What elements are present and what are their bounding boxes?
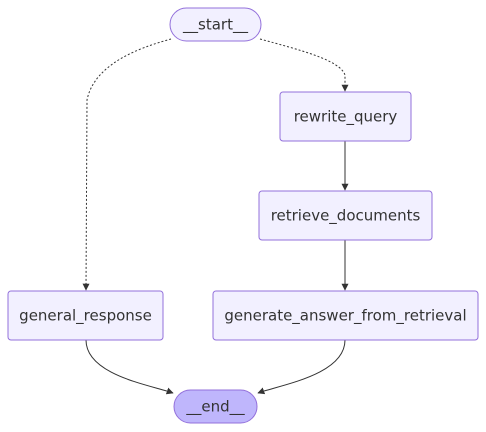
node-retrieve-documents-label: retrieve_documents (271, 207, 421, 226)
node-generate-answer-from-retrieval[interactable]: generate_answer_from_retrieval (212, 290, 479, 341)
node-rewrite-query[interactable]: rewrite_query (279, 91, 412, 142)
edge-general-response-to-end (85, 339, 174, 395)
edge-start-to-general-response (82, 38, 172, 291)
node-general-response[interactable]: general_response (7, 290, 164, 341)
node-start[interactable]: __start__ (169, 7, 262, 42)
node-rewrite-query-label: rewrite_query (294, 108, 398, 127)
node-end-label: __end__ (185, 398, 245, 417)
node-generate-answer-from-retrieval-label: generate_answer_from_retrieval (224, 307, 466, 326)
edge-start-to-rewrite-query (259, 38, 349, 92)
node-end[interactable]: __end__ (173, 389, 258, 424)
node-start-label: __start__ (182, 16, 248, 35)
node-general-response-label: general_response (19, 307, 152, 326)
edges (82, 38, 349, 395)
node-retrieve-documents[interactable]: retrieve_documents (258, 190, 433, 241)
edge-generate-answer-to-end (257, 339, 346, 395)
